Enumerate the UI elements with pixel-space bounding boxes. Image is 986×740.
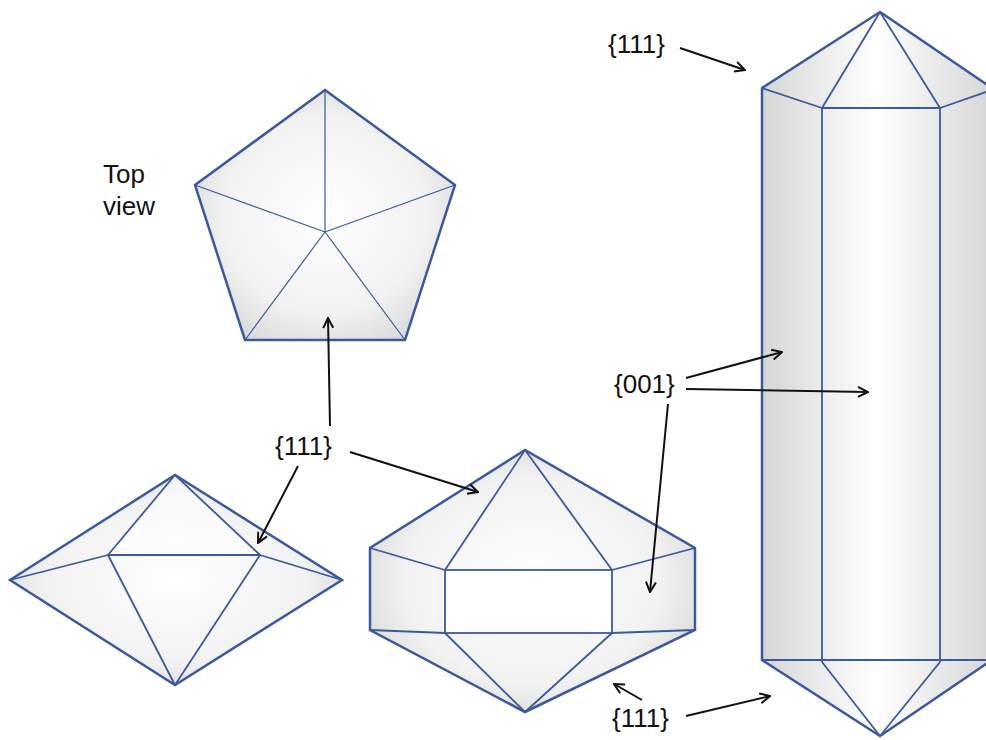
face-label: {001}	[614, 368, 675, 400]
view-label: Top view	[103, 158, 178, 222]
face-label: {111}	[275, 430, 332, 462]
face-label: {111}	[612, 702, 669, 734]
prismatic-crystal	[762, 12, 986, 736]
face-label: {111}	[608, 28, 665, 60]
pentagon-top-view	[195, 90, 455, 340]
leader-arrows	[258, 48, 868, 716]
bipyramid-crystal	[10, 475, 342, 685]
truncated-bipyramid-crystal	[370, 450, 695, 712]
